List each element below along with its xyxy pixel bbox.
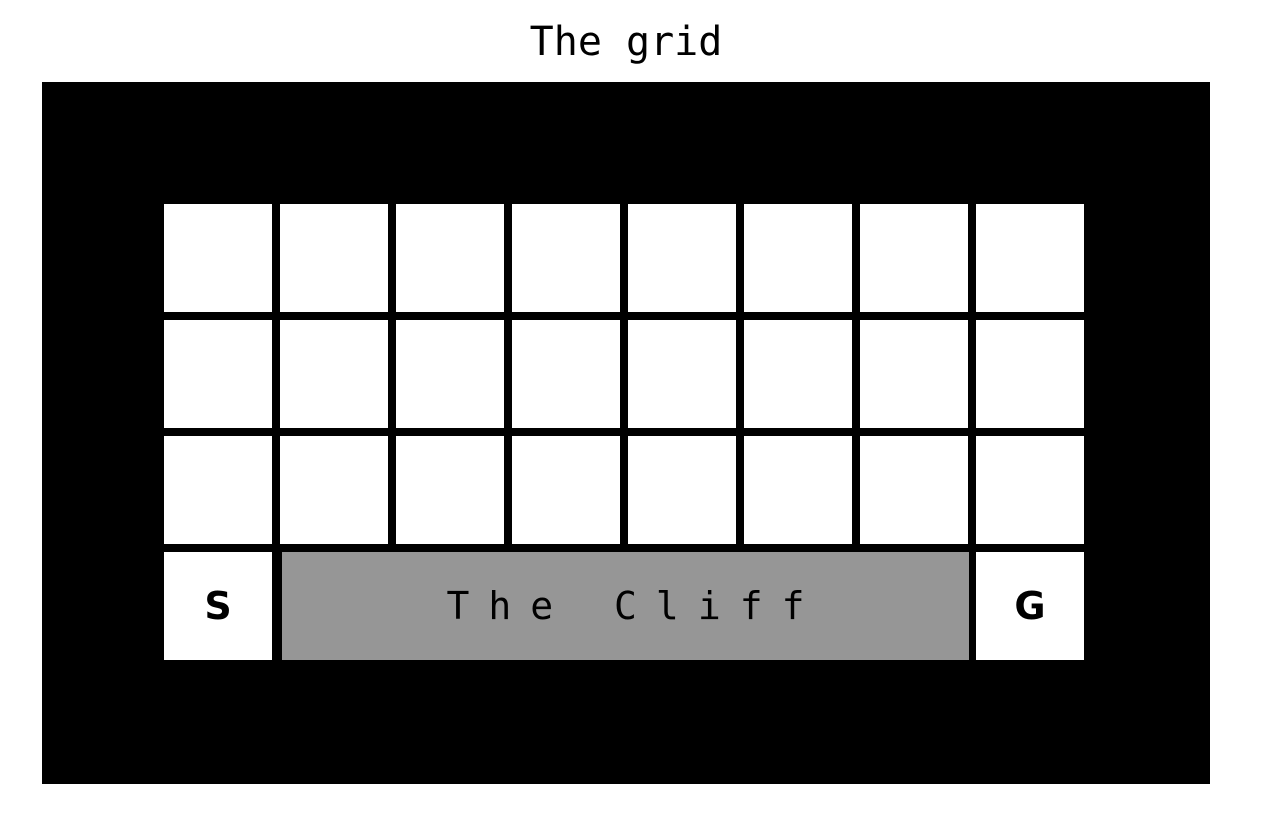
diagram-title: The grid (529, 19, 723, 65)
start-cell: S (164, 552, 272, 660)
grid-cell (744, 320, 852, 428)
grid-cell (164, 320, 272, 428)
start-label: S (204, 584, 232, 628)
grid-cell (860, 436, 968, 544)
grid-cell (164, 204, 272, 312)
grid-cell (976, 204, 1084, 312)
cliff-label: The Cliff (446, 584, 824, 628)
grid-cell (860, 204, 968, 312)
grid-cell (280, 204, 388, 312)
grid-cell (396, 320, 504, 428)
grid-cell (164, 436, 272, 544)
grid-cell (512, 204, 620, 312)
grid-cell (628, 204, 736, 312)
grid-cell (512, 320, 620, 428)
goal-label: G (1014, 584, 1046, 628)
grid-cell (860, 320, 968, 428)
grid-cell (396, 204, 504, 312)
grid-cell (512, 436, 620, 544)
grid-board: The Cliff S G (42, 82, 1210, 784)
grid-cell (744, 204, 852, 312)
grid-cell (280, 436, 388, 544)
grid-cell (628, 436, 736, 544)
grid-cell (744, 436, 852, 544)
grid-cell (280, 320, 388, 428)
grid-cell (628, 320, 736, 428)
grid-cell (976, 320, 1084, 428)
grid-cell (976, 436, 1084, 544)
goal-cell: G (976, 552, 1084, 660)
cliff-region: The Cliff (282, 552, 969, 660)
grid-cell (396, 436, 504, 544)
